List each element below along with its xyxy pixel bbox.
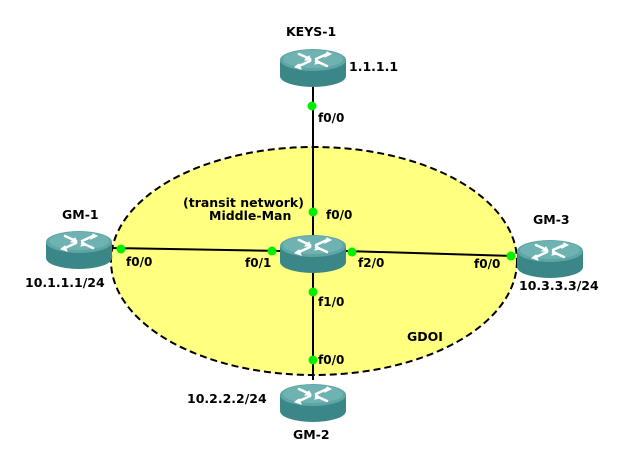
- port-mm-f1-0[interactable]: [308, 287, 318, 297]
- port-gm2-f0-0[interactable]: [308, 355, 318, 365]
- router-icon: [515, 238, 585, 280]
- port-gm1-f0-0[interactable]: [116, 244, 126, 254]
- router-icon: [44, 229, 114, 271]
- router-ip-keys1: 1.1.1.1: [349, 59, 398, 74]
- iface-label-mm-f1-0: f1/0: [318, 295, 344, 309]
- link-gm1-mm[interactable]: [109, 247, 283, 252]
- router-name-gm2: GM-2: [293, 427, 330, 442]
- router-keys1[interactable]: [278, 47, 348, 89]
- router-ip-gm3: 10.3.3.3/24: [519, 278, 599, 293]
- iface-label-mm-f0-1: f0/1: [245, 256, 271, 270]
- link-mm-gm3[interactable]: [345, 250, 516, 257]
- router-icon: [278, 47, 348, 89]
- port-mm-f0-1[interactable]: [267, 246, 277, 256]
- router-name-keys1: KEYS-1: [286, 24, 336, 39]
- gdoi-zone-label: GDOI: [407, 329, 443, 344]
- router-icon: [278, 382, 348, 424]
- port-gm3-f0-0[interactable]: [506, 251, 516, 261]
- iface-label-gm2-f0-0: f0/0: [318, 353, 344, 367]
- port-mm-f0-0[interactable]: [308, 207, 318, 217]
- iface-label-mm-f2-0: f2/0: [358, 256, 384, 270]
- ports: [116, 101, 516, 365]
- router-ip-gm2: 10.2.2.2/24: [187, 391, 267, 406]
- iface-label-gm1-f0-0: f0/0: [126, 255, 152, 269]
- router-gm3[interactable]: [515, 238, 585, 280]
- router-middle-man[interactable]: [278, 233, 348, 275]
- router-ip-gm1: 10.1.1.1/24: [25, 275, 105, 290]
- iface-label-gm3-f0-0: f0/0: [474, 257, 500, 271]
- router-name-gm3: GM-3: [533, 212, 570, 227]
- router-note-middle-man: (transit network): [183, 195, 304, 210]
- router-name-middle-man: Middle-Man: [209, 208, 291, 223]
- iface-label-keys1-f0-0: f0/0: [318, 111, 344, 125]
- router-icon: [278, 233, 348, 275]
- port-mm-f2-0[interactable]: [347, 247, 357, 257]
- port-keys1-f0-0[interactable]: [307, 101, 317, 111]
- router-gm2[interactable]: [278, 382, 348, 424]
- router-name-gm1: GM-1: [62, 207, 99, 222]
- router-gm1[interactable]: [44, 229, 114, 271]
- iface-label-mm-f0-0: f0/0: [326, 208, 352, 222]
